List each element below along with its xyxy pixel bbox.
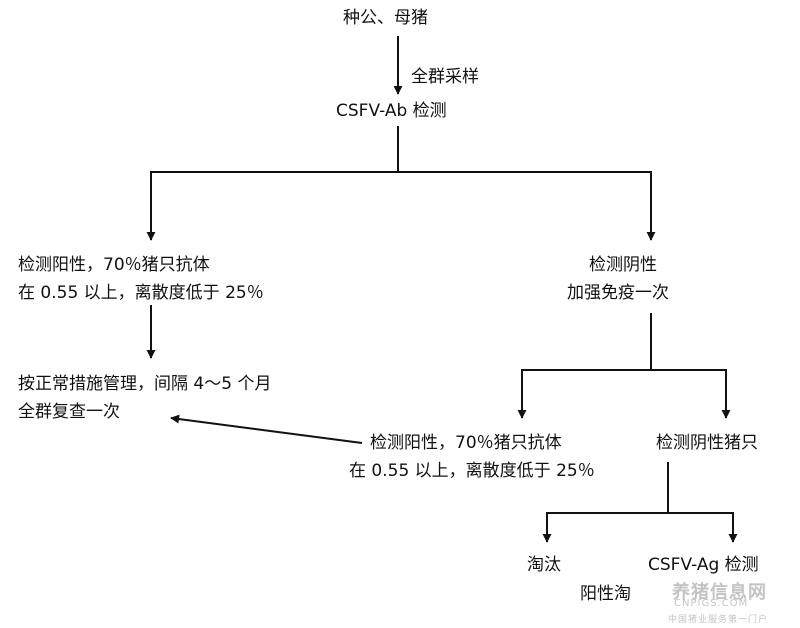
left-positive-line1: 检测阳性，70％猪只抗体 (18, 255, 210, 275)
csfv-ag-test-node: CSFV-Ag 检测 (648, 555, 759, 575)
cull-node: 淘汰 (527, 555, 561, 575)
watermark-logo-text: 养猪信息网 (672, 582, 767, 603)
csfv-ab-test-node: CSFV-Ab 检测 (336, 101, 447, 121)
normal-management-line1: 按正常措施管理，间隔 4～5 个月 (18, 374, 272, 394)
normal-management-line2: 全群复查一次 (18, 402, 120, 422)
arrow-back-to-management (170, 414, 363, 444)
right-negative-line1: 检测阴性 (589, 255, 657, 275)
left-positive-line2: 在 0.55 以上，离散度低于 25％ (18, 283, 264, 303)
sampling-label: 全群采样 (411, 67, 479, 87)
positive-cull-label: 阳性淘 (580, 584, 631, 604)
retest-positive-line1: 检测阳性，70％猪只抗体 (370, 433, 562, 453)
retest-negative-node: 检测阴性猪只 (656, 433, 758, 453)
retest-positive-line2: 在 0.55 以上，离散度低于 25％ (349, 461, 595, 481)
watermark-slogan: 中国猪业服务第一门户 (668, 615, 769, 625)
right-negative-line2: 加强免疫一次 (567, 283, 669, 303)
root-node: 种公、母猪 (343, 8, 428, 28)
watermark-url: CNPIGS.COM (674, 598, 749, 609)
